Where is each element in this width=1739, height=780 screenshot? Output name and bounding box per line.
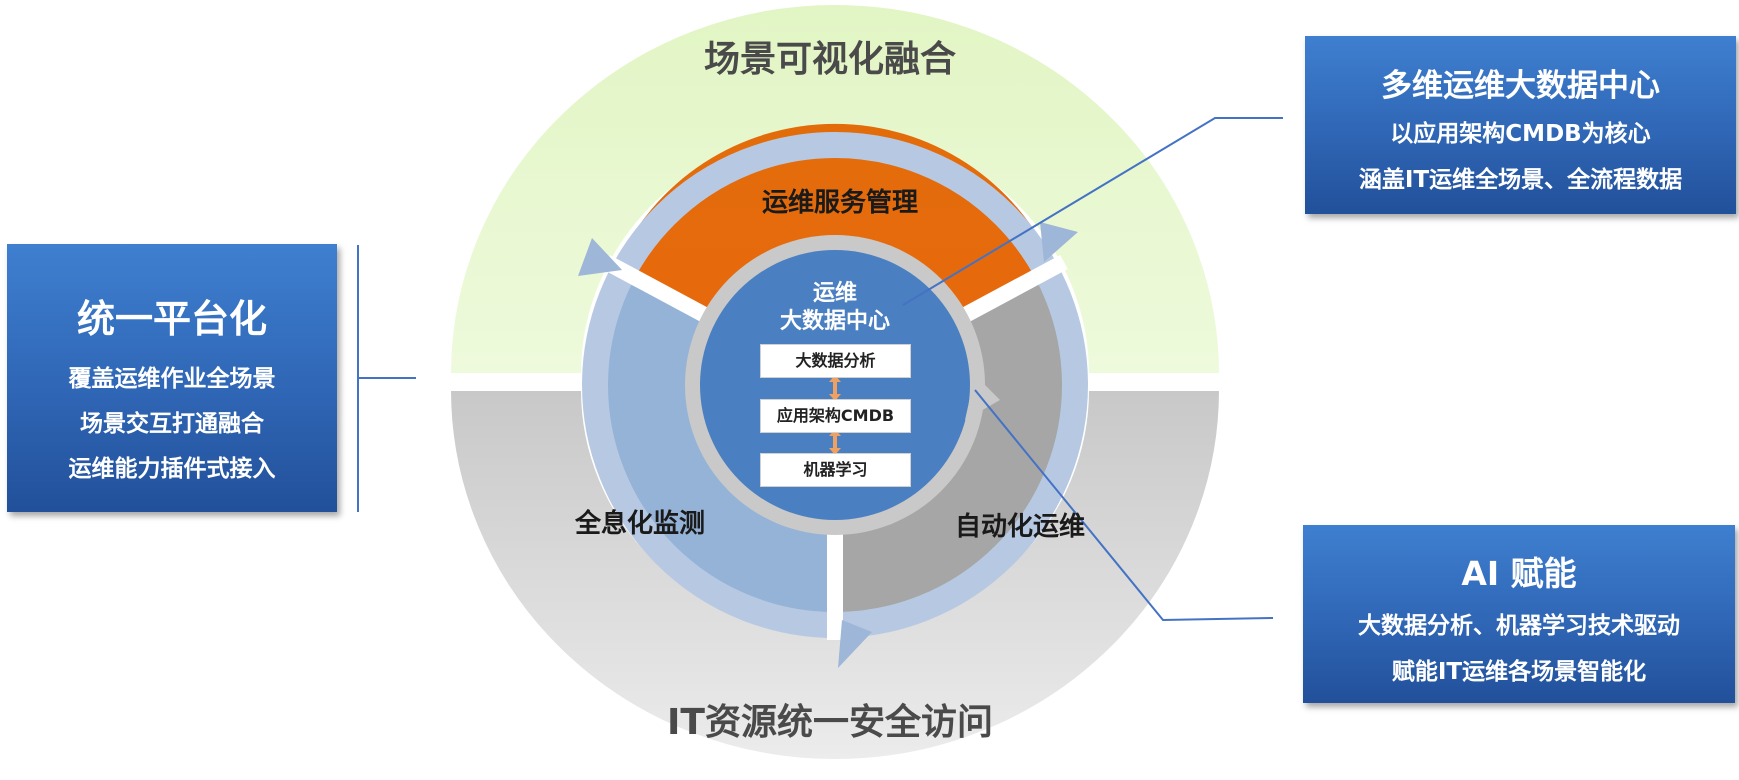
callout-line: 涵盖IT运维全场景、全流程数据: [1358, 167, 1683, 193]
center-arrow-head: [965, 375, 1000, 420]
callout-box-platform: 统一平台化 覆盖运维作业全场景 场景交互打通融合 运维能力插件式接入: [7, 244, 337, 512]
arrow-head-left: [578, 238, 622, 276]
callout-line: 运维能力插件式接入: [68, 456, 276, 482]
arrow-head-top-right: [1040, 222, 1078, 262]
center-title: 运维 大数据中心: [740, 280, 930, 336]
callout-line: 赋能IT运维各场景智能化: [1391, 659, 1647, 685]
segment-label-automation: 自动化运维: [954, 512, 1085, 542]
callout-line: 场景交互打通融合: [80, 411, 264, 437]
callout-line-bottom-right: [974, 389, 1274, 622]
outer-bottom-label: IT资源统一安全访问: [667, 702, 993, 743]
center-item-bigdata: 大数据分析: [760, 344, 911, 378]
callout-line: 以应用架构CMDB为核心: [1390, 121, 1651, 147]
callout-title: 统一平台化: [76, 297, 267, 341]
callout-line-top-right: [902, 117, 1283, 306]
callout-box-datacenter: 多维运维大数据中心 以应用架构CMDB为核心 涵盖IT运维全场景、全流程数据: [1305, 36, 1736, 214]
segment-label-monitor: 全息化监测: [574, 509, 705, 539]
center-title-line1: 运维: [812, 281, 857, 306]
arrow-head-bottom: [838, 620, 872, 668]
segment-label-service: 运维服务管理: [761, 188, 918, 218]
callout-line: 覆盖运维作业全场景: [68, 366, 276, 392]
callout-box-ai: AI 赋能 大数据分析、机器学习技术驱动 赋能IT运维各场景智能化: [1303, 525, 1735, 703]
link-arrow-1: [829, 375, 841, 401]
outer-top-label: 场景可视化融合: [703, 39, 956, 80]
center-title-line2: 大数据中心: [779, 309, 890, 334]
center-item-cmdb: 应用架构CMDB: [760, 399, 911, 433]
callout-line: 大数据分析、机器学习技术驱动: [1358, 613, 1680, 639]
callout-title: 多维运维大数据中心: [1381, 68, 1660, 104]
center-item-ml: 机器学习: [760, 453, 911, 487]
callout-title: AI 赋能: [1461, 554, 1577, 593]
